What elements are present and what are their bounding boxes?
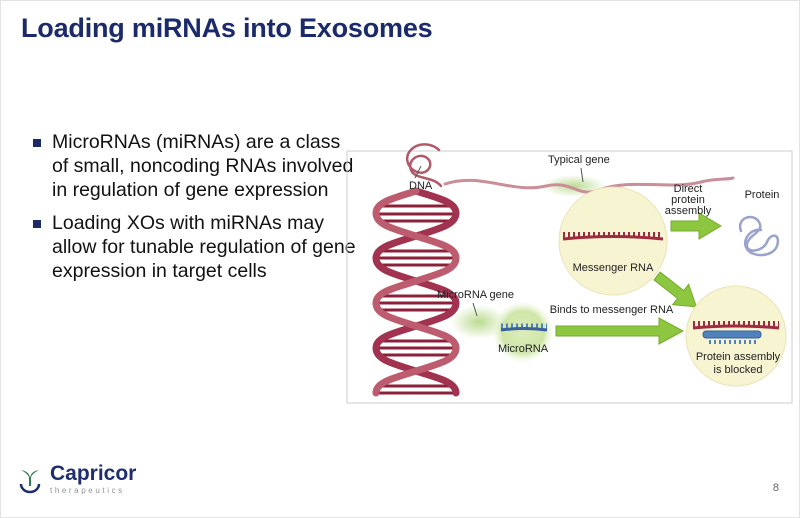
to-blocked-arrow	[653, 271, 698, 308]
microrna-gene-label: MicroRNA gene	[437, 289, 515, 301]
bullet-list: MicroRNAs (miRNAs) are a class of small,…	[33, 131, 359, 294]
logo-tagline: therapeutics	[50, 486, 125, 495]
slide-title: Loading miRNAs into Exosomes	[21, 13, 433, 43]
direct-assembly-arrow	[670, 212, 722, 240]
microrna-label: MicroRNA	[497, 343, 549, 355]
bullet-text: Loading XOs with miRNAs may allow for tu…	[52, 212, 356, 282]
bullet-item: MicroRNAs (miRNAs) are a class of small,…	[33, 131, 359, 202]
helix-strand-1	[372, 187, 460, 397]
direct-assembly-label: Direct protein assembly	[656, 184, 720, 217]
capricor-logo-icon	[19, 470, 41, 494]
diagram-border	[346, 150, 793, 404]
dna-pointer-line	[414, 165, 422, 179]
blocked-assembly-line: is blocked	[713, 363, 763, 376]
capricor-logo: Capricor therapeutics	[17, 463, 136, 495]
dna-coil-squiggle	[405, 143, 443, 188]
blocked-assembly-line: Protein assembly	[695, 351, 781, 363]
helix-rungs	[377, 204, 455, 395]
microrna-strand	[500, 323, 548, 332]
blocked-mrna-strand	[692, 321, 780, 344]
messenger-rna-circle	[558, 186, 668, 296]
diagram-canvas	[346, 143, 793, 404]
typical-gene-pointer-line	[580, 167, 584, 183]
logo-brand: Capricor	[50, 462, 137, 485]
direct-assembly-line: Direct	[673, 183, 703, 195]
blocked-assembly-label: Protein assembly is blocked	[679, 351, 797, 376]
typical-gene-label: Typical gene	[548, 154, 610, 166]
dna-label: DNA	[409, 180, 433, 192]
bullet-text: MicroRNAs (miRNAs) are a class of small,…	[52, 131, 354, 201]
mirna-diagram-figure: DNA Typical gene Messenger RNA Direct pr…	[341, 136, 799, 411]
helix-strand-2	[372, 187, 460, 397]
dna-helix	[372, 187, 460, 397]
logo-text: Capricor therapeutics	[50, 463, 136, 495]
bullet-item: Loading XOs with miRNAs may allow for tu…	[33, 212, 359, 283]
messenger-rna-label: Messenger RNA	[572, 262, 654, 274]
direct-assembly-line: assembly	[664, 205, 712, 217]
microrna-gene-pointer-line	[472, 302, 478, 317]
microrna-gene-glow	[451, 305, 507, 339]
binds-arrow	[555, 317, 685, 345]
microrna-circle	[493, 302, 553, 362]
bullet-marker-icon	[33, 139, 41, 147]
messenger-rna-strand	[562, 232, 664, 241]
binds-label: Binds to messenger RNA	[549, 304, 674, 316]
direct-assembly-line: protein	[671, 194, 705, 206]
page-number: 8	[772, 482, 779, 494]
protein-blob	[738, 215, 780, 257]
bullet-marker-icon	[33, 220, 41, 229]
protein-label: Protein	[744, 189, 780, 201]
